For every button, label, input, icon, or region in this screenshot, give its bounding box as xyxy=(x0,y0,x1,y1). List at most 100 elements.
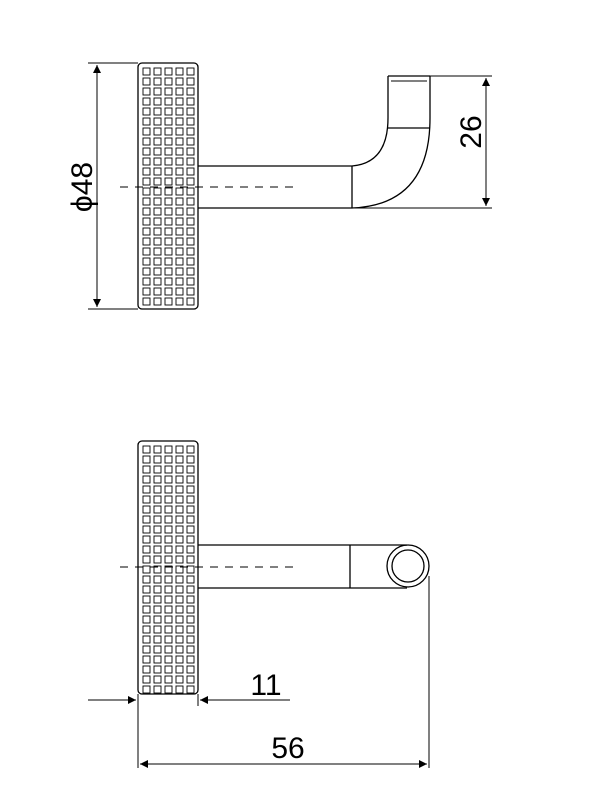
knurl-cell xyxy=(153,297,162,306)
knurl-cell xyxy=(175,287,184,296)
knurl-cell xyxy=(186,77,195,86)
knurl-cell xyxy=(164,665,173,674)
hook-height-label: 26 xyxy=(455,115,488,148)
knurl-cell xyxy=(153,565,162,574)
knurl-cell xyxy=(186,117,195,126)
knurl-cell xyxy=(175,495,184,504)
knurl-cell xyxy=(164,565,173,574)
knurl-cell xyxy=(142,87,151,96)
knurl-cell xyxy=(175,87,184,96)
knurl-cell xyxy=(142,495,151,504)
knurl-cell xyxy=(153,585,162,594)
knurl-cell xyxy=(186,277,195,286)
knurl-cell xyxy=(164,127,173,136)
knurl-cell xyxy=(153,67,162,76)
knurl-cell xyxy=(175,277,184,286)
knurl-cell xyxy=(186,505,195,514)
knurl-cell xyxy=(153,187,162,196)
knurl-cell xyxy=(153,287,162,296)
knurl-cell xyxy=(153,97,162,106)
depth-label: 56 xyxy=(271,732,304,765)
knurl-cell xyxy=(164,515,173,524)
knurl-cell xyxy=(164,595,173,604)
knurl-cell xyxy=(142,465,151,474)
diameter-label: ϕ48 xyxy=(66,162,99,212)
knurl-cell xyxy=(142,575,151,584)
knurl-cell xyxy=(175,227,184,236)
knurl-cell xyxy=(175,475,184,484)
knurl-cell xyxy=(153,665,162,674)
knurl-cell xyxy=(186,685,195,694)
knurl-cell xyxy=(142,475,151,484)
knurl-cell xyxy=(153,157,162,166)
knurl-cell xyxy=(164,475,173,484)
knurl-cell xyxy=(142,267,151,276)
knurl-cell xyxy=(186,585,195,594)
knurl-cell xyxy=(175,515,184,524)
knurl-cell xyxy=(175,187,184,196)
knurl-cell xyxy=(153,615,162,624)
knurl-cell xyxy=(153,445,162,454)
top-bend-inner xyxy=(351,117,389,167)
knurl-cell xyxy=(186,535,195,544)
knurl-cell xyxy=(175,655,184,664)
knurl-cell xyxy=(142,515,151,524)
knurl-cell xyxy=(175,237,184,246)
knurl-cell xyxy=(142,297,151,306)
knurl-cell xyxy=(164,555,173,564)
knurl-cell xyxy=(186,485,195,494)
knurl-cell xyxy=(153,197,162,206)
knurl-cell xyxy=(164,67,173,76)
knurl-cell xyxy=(153,575,162,584)
knurl-cell xyxy=(142,167,151,176)
knurl-cell xyxy=(164,167,173,176)
knurl-cell xyxy=(186,167,195,176)
knurl-cell xyxy=(164,287,173,296)
knurl-cell xyxy=(186,237,195,246)
knurl-cell xyxy=(164,585,173,594)
knurl-cell xyxy=(175,127,184,136)
knurl-cell xyxy=(142,485,151,494)
knurl-cell xyxy=(175,665,184,674)
knurl-cell xyxy=(175,247,184,256)
knurl-cell xyxy=(186,227,195,236)
knurl-cell xyxy=(153,455,162,464)
knurl-cell xyxy=(164,117,173,126)
knurl-cell xyxy=(153,595,162,604)
thickness-label: 11 xyxy=(250,669,281,702)
knurl-cell xyxy=(175,685,184,694)
knurl-cell xyxy=(164,197,173,206)
knurl-cell xyxy=(186,545,195,554)
knurl-cell xyxy=(175,267,184,276)
knurl-cell xyxy=(175,67,184,76)
knurl-cell xyxy=(164,297,173,306)
knurl-cell xyxy=(142,605,151,614)
knurl-cell xyxy=(175,137,184,146)
knurl-cell xyxy=(153,267,162,276)
knurl-cell xyxy=(142,127,151,136)
knurl-cell xyxy=(142,525,151,534)
knurl-cell xyxy=(142,685,151,694)
knurl-cell xyxy=(142,585,151,594)
knurl-cell xyxy=(175,445,184,454)
knurl-cell xyxy=(142,665,151,674)
knurl-cell xyxy=(186,137,195,146)
knurl-cell xyxy=(153,555,162,564)
knurl-cell xyxy=(186,625,195,634)
knurl-cell xyxy=(142,277,151,286)
knurl-cell xyxy=(142,77,151,86)
knurl-cell xyxy=(142,615,151,624)
knurl-cell xyxy=(175,217,184,226)
knurl-cell xyxy=(186,525,195,534)
knurl-cell xyxy=(142,227,151,236)
knurl-cell xyxy=(153,237,162,246)
knurl-cell xyxy=(164,77,173,86)
knurl-cell xyxy=(142,117,151,126)
knurl-cell xyxy=(153,655,162,664)
knurl-cell xyxy=(153,177,162,186)
knurl-cell xyxy=(175,117,184,126)
knurl-cell xyxy=(186,207,195,216)
knurl-cell xyxy=(175,585,184,594)
knurl-cell xyxy=(164,267,173,276)
knurl-cell xyxy=(186,455,195,464)
